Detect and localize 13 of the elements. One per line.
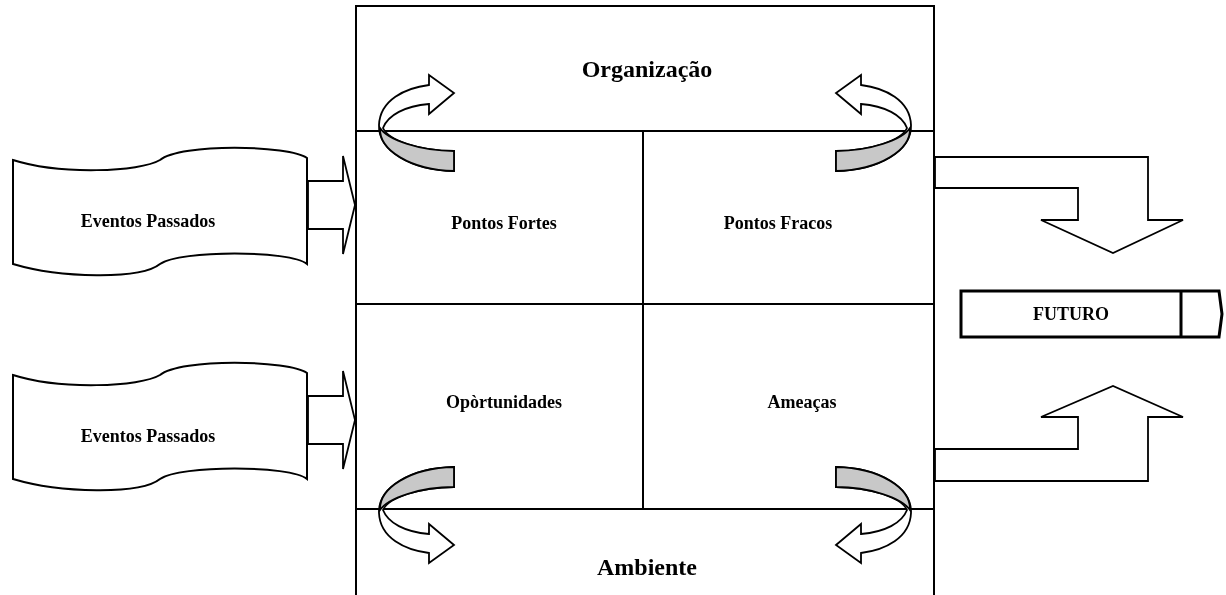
node-label: FUTURO — [1033, 303, 1109, 325]
node-label: Pontos Fortes — [451, 212, 557, 234]
node-label: Eventos Passados — [80, 425, 216, 447]
block-arrow — [934, 156, 1184, 254]
block-arrow — [307, 370, 356, 470]
node-label: Opòrtunidades — [446, 391, 562, 413]
node-label: Ambiente — [597, 553, 697, 581]
node-label: Pontos Fracos — [723, 212, 833, 234]
node-label: Organização — [581, 55, 713, 83]
block-arrow — [307, 155, 356, 255]
node-label: Ameaças — [767, 391, 837, 413]
block-arrow — [934, 385, 1184, 482]
node-label: Eventos Passados — [80, 210, 216, 232]
